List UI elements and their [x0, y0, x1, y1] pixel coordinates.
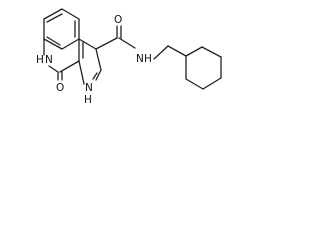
- bond: [92, 72, 98, 80]
- atom-label-h-amide: H: [144, 53, 152, 65]
- bond: [43, 8, 63, 20]
- bond: [59, 60, 80, 73]
- atom-label-o-lactam: O: [56, 82, 64, 94]
- bond: [167, 45, 187, 57]
- atom-label-n-amide: N: [136, 53, 144, 65]
- atom-label-h-quinolinone: H: [36, 54, 44, 66]
- bond: [202, 77, 222, 90]
- bond: [78, 60, 85, 85]
- bond: [46, 13, 63, 23]
- bonds: [43, 8, 222, 90]
- bond: [201, 46, 222, 58]
- bond: [185, 46, 203, 57]
- bond: [95, 69, 102, 81]
- bond: [118, 37, 136, 49]
- bond: [61, 8, 80, 20]
- bond: [185, 78, 204, 90]
- bond: [95, 37, 118, 50]
- bond: [61, 38, 80, 50]
- bond: [95, 48, 102, 71]
- bond: [46, 36, 61, 46]
- atom-labels: N H O N H O N H: [36, 14, 152, 106]
- bond: [153, 45, 169, 60]
- atom-label-n-quinolinone: N: [45, 54, 53, 66]
- atom-label-o-amide: O: [114, 14, 122, 26]
- atom-label-h-pyrrole: H: [84, 94, 92, 106]
- bond: [78, 38, 97, 50]
- bond: [48, 65, 59, 73]
- chemical-structure: N H O N H O N H: [36, 8, 222, 106]
- atom-label-n-pyrrole: N: [85, 82, 93, 94]
- bond: [43, 38, 63, 50]
